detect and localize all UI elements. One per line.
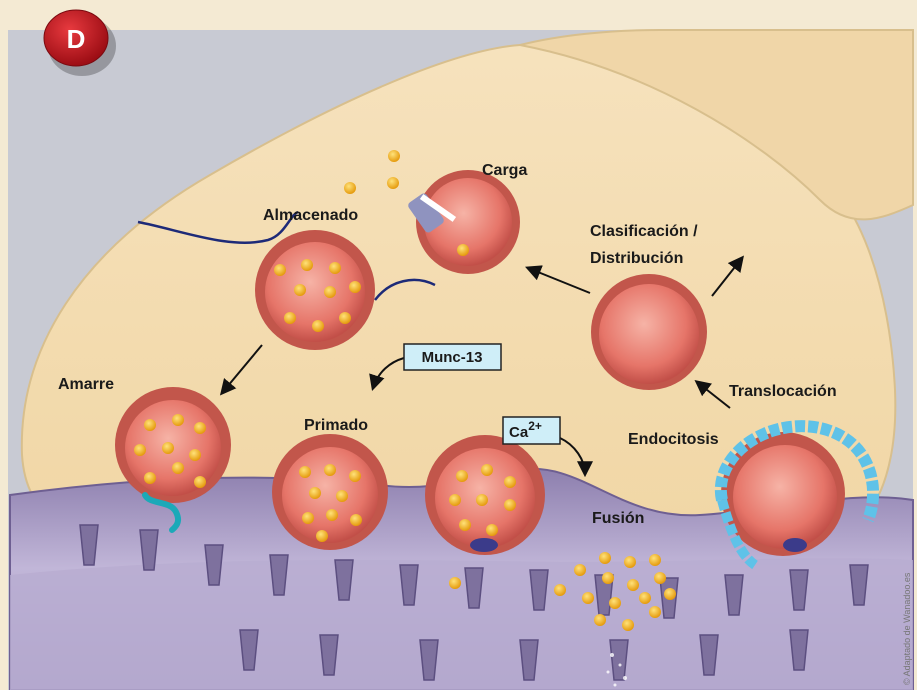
label-carga: Carga (482, 162, 527, 179)
calcium-base: Ca (509, 424, 529, 441)
label-distribucion: Distribución (590, 250, 683, 267)
calcium-superscript: 2+ (528, 419, 542, 433)
label-amarre: Amarre (58, 376, 114, 393)
label-clasificacion: Clasificación / (590, 223, 698, 240)
vesicle-almacenado (255, 230, 375, 350)
image-credit: © Adaptado de Wanadoo.es (902, 572, 912, 685)
badge-letter: D (67, 24, 86, 54)
label-primado: Primado (304, 417, 368, 434)
label-endocitosis: Endocitosis (628, 431, 719, 448)
munc13-label: Munc-13 (422, 349, 483, 366)
vesicle-ca (425, 435, 545, 555)
calcium-box: Ca2+ (503, 417, 560, 444)
munc13-box: Munc-13 (404, 344, 501, 370)
postsynaptic-membrane (10, 558, 913, 690)
label-translocacion: Translocación (729, 383, 837, 400)
label-almacenado: Almacenado (263, 207, 358, 224)
vesicle-primado (272, 434, 388, 550)
vesicle-clasificacion (591, 274, 707, 390)
label-fusion: Fusión (592, 510, 644, 527)
